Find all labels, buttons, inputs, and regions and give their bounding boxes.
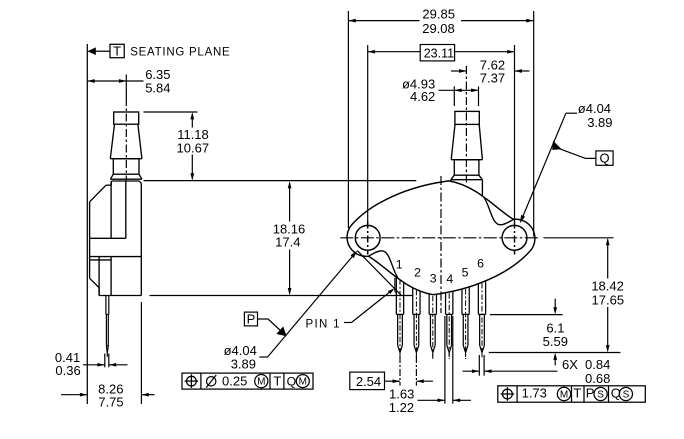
svg-text:3.89: 3.89	[587, 115, 612, 130]
svg-text:P: P	[247, 311, 256, 326]
svg-text:SEATING PLANE: SEATING PLANE	[130, 47, 230, 59]
svg-text:18.16: 18.16	[273, 221, 306, 236]
svg-text:11.18: 11.18	[177, 127, 209, 142]
svg-text:3.89: 3.89	[231, 357, 256, 372]
svg-text:6X: 6X	[562, 357, 578, 372]
svg-text:1.22: 1.22	[389, 400, 414, 415]
svg-text:10.67: 10.67	[177, 141, 210, 156]
svg-text:Q: Q	[287, 375, 297, 389]
svg-text:3: 3	[430, 272, 437, 286]
svg-text:1: 1	[396, 258, 403, 272]
svg-text:6.35: 6.35	[145, 67, 170, 82]
svg-text:18.42: 18.42	[591, 279, 624, 294]
svg-text:6.1: 6.1	[546, 321, 564, 336]
svg-text:29.08: 29.08	[422, 21, 455, 36]
svg-text:0.41: 0.41	[55, 350, 80, 365]
svg-text:0.36: 0.36	[55, 363, 80, 378]
svg-text:17.65: 17.65	[592, 292, 625, 307]
svg-text:6: 6	[477, 256, 484, 270]
svg-text:2: 2	[414, 266, 421, 280]
svg-text:P: P	[586, 386, 595, 401]
svg-text:ø4.04: ø4.04	[578, 101, 611, 116]
svg-text:17.4: 17.4	[275, 235, 300, 250]
svg-text:5.59: 5.59	[543, 334, 568, 349]
svg-text:8.26: 8.26	[98, 382, 123, 397]
svg-text:T: T	[113, 43, 121, 58]
svg-text:7.62: 7.62	[480, 57, 505, 72]
svg-text:T: T	[273, 374, 281, 389]
svg-text:0.84: 0.84	[585, 357, 610, 372]
svg-text:ø4.93: ø4.93	[402, 77, 435, 92]
svg-text:4: 4	[446, 272, 453, 286]
svg-text:S: S	[623, 390, 630, 401]
svg-text:7.37: 7.37	[480, 71, 505, 86]
svg-text:4.62: 4.62	[410, 89, 435, 104]
svg-text:5.84: 5.84	[145, 80, 170, 95]
svg-text:1.63: 1.63	[389, 387, 414, 402]
svg-text:0.25: 0.25	[222, 374, 247, 389]
svg-text:PIN 1: PIN 1	[306, 318, 341, 330]
svg-text:M: M	[257, 377, 265, 388]
svg-text:Q: Q	[611, 386, 621, 401]
svg-text:ø4.04: ø4.04	[224, 343, 257, 358]
svg-text:T: T	[573, 386, 581, 401]
svg-text:23.11: 23.11	[424, 46, 454, 60]
svg-text:2.54: 2.54	[356, 374, 381, 389]
svg-text:S: S	[597, 390, 604, 401]
svg-text:Q: Q	[599, 151, 609, 166]
svg-text:7.75: 7.75	[98, 394, 123, 409]
svg-text:M: M	[560, 390, 568, 401]
svg-text:M: M	[299, 377, 307, 388]
svg-text:29.85: 29.85	[422, 7, 455, 22]
svg-text:1.73: 1.73	[522, 385, 547, 400]
svg-text:0.68: 0.68	[585, 371, 610, 386]
svg-text:5: 5	[462, 266, 469, 280]
